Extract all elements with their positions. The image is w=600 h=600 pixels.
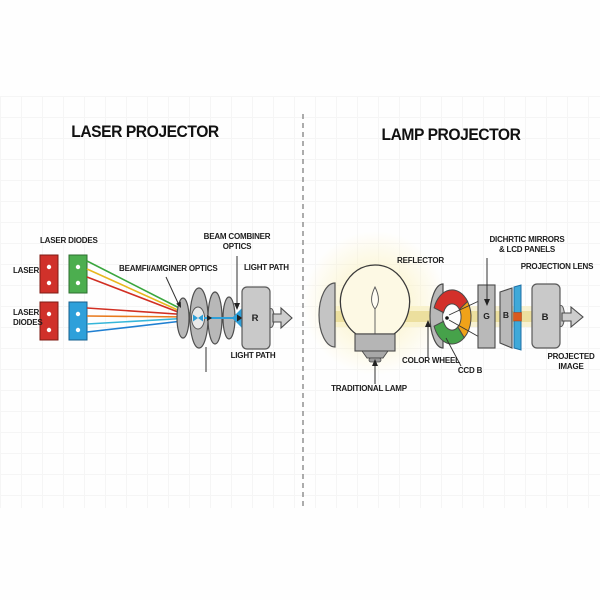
label-beam-examiner-optics: BEAMFI/AMGINER OPTICS (119, 264, 218, 273)
label-projected-line1: PROJECTED (547, 352, 595, 361)
color-wheel-assembly (429, 283, 485, 349)
reflector-dome (318, 282, 336, 348)
laser-projector-title: LASER PROJECTOR (71, 122, 219, 141)
label-laser-row2: LASER DIODES (13, 308, 43, 327)
laser-output-arrow (272, 306, 293, 330)
label-dichroic-mirrors: DICHRTIC MIRRORS & LCD PANELS (477, 235, 577, 254)
label-traditional-lamp: TRADITIONAL LAMP (331, 384, 407, 393)
label-light-path-bottom: LIGHT PATH (230, 351, 276, 360)
projection-lens-letter: B (542, 312, 549, 323)
label-ccd: CCD B (457, 366, 483, 375)
label-projected-image: PROJECTED IMAGE (536, 352, 600, 371)
b-panel-letter: B (503, 310, 509, 320)
laser-diode-green (68, 254, 88, 294)
laser-output-block: R (241, 286, 293, 350)
bulb-filament (371, 285, 379, 310)
lcd-panel-group: G B (477, 284, 522, 351)
label-laser-row2-line1: LASER (13, 308, 40, 317)
projected-image-arrow (561, 305, 584, 329)
wheel-axis-dot (445, 316, 449, 320)
laser-diode-red-2 (39, 301, 59, 341)
diode-emitter-dots (46, 264, 81, 333)
laser-diode-bank (39, 254, 88, 341)
label-dichroic-line1: DICHRTIC MIRRORS (489, 235, 565, 244)
r-block-letter: R (252, 313, 259, 324)
label-light-path-top: LIGHT PATH (244, 263, 289, 272)
beam-combiner-lens-stack (176, 287, 243, 349)
label-beam-combiner-line2: OPTICS (222, 241, 252, 251)
projection-lens-block: B (531, 283, 584, 349)
label-color-wheel: COLOR WHEEL (402, 356, 460, 365)
label-laser-row2-line2: DIODES (13, 317, 43, 327)
label-projection-lens: PROJECTION LENS (520, 262, 594, 271)
label-reflector: REFLECTOR (397, 256, 444, 265)
label-dichroic-line2: & LCD PANELS (498, 244, 556, 254)
beam-color-marker (513, 312, 522, 322)
label-projected-line2: IMAGE (558, 361, 584, 371)
label-beam-combiner-line1: BEAM COMBINER (203, 232, 271, 241)
label-beam-combiner-optics: BEAM COMBINER OPTICS (192, 232, 282, 251)
lcd-panel-b (499, 287, 513, 349)
laser-diode-red-1 (39, 254, 59, 294)
wheel-segment-green (433, 320, 465, 345)
laser-beams (86, 260, 192, 333)
traditional-lamp-bulb (339, 264, 411, 363)
right-pointer-lines (372, 258, 490, 384)
label-laser-row1: LASER (13, 266, 40, 275)
label-laser-diodes-header: LASER DIODES (40, 236, 98, 245)
bulb-base (354, 333, 396, 352)
left-pointer-lines (165, 256, 240, 372)
g-panel-letter: G (483, 311, 490, 321)
lamp-projector-title: LAMP PROJECTOR (381, 125, 521, 144)
laser-diode-blue (68, 301, 88, 341)
